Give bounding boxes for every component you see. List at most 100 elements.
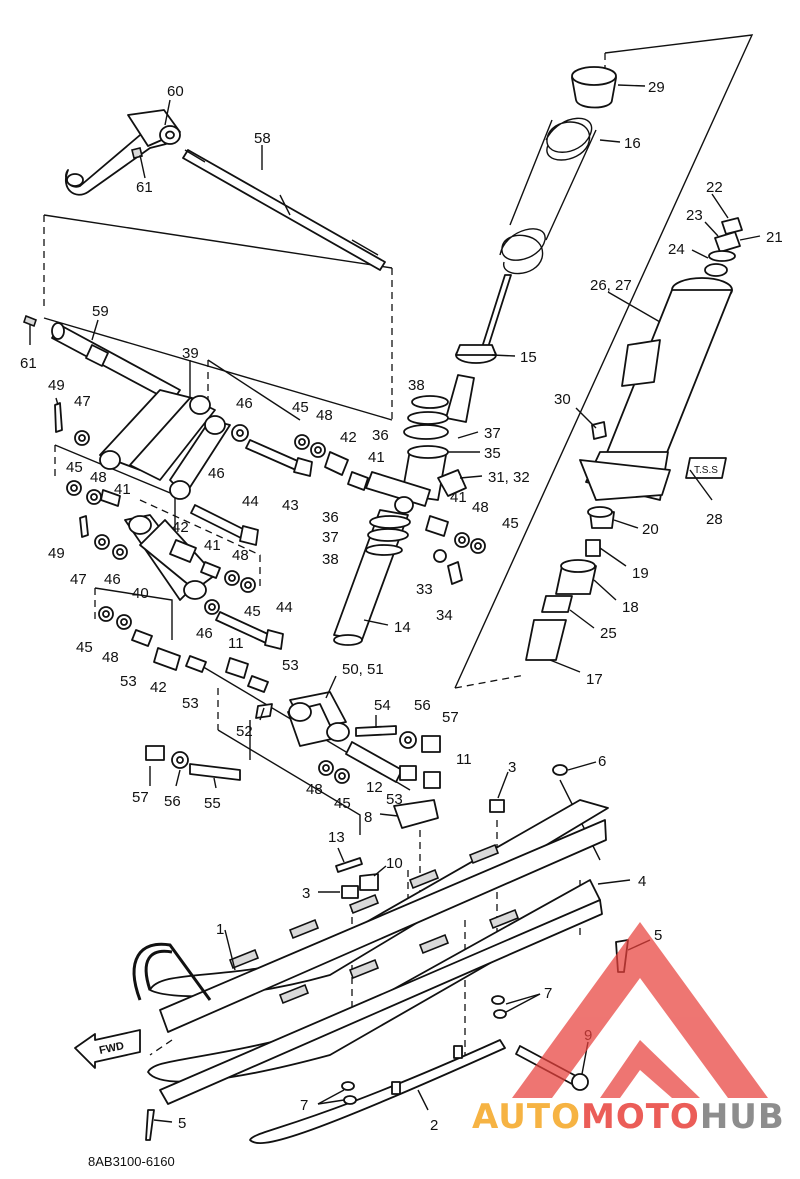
callout-35: 35 <box>484 445 501 462</box>
callout-41: 41 <box>204 537 221 554</box>
callout-43: 43 <box>282 497 299 514</box>
callout-34: 34 <box>436 607 453 624</box>
callout-11: 11 <box>228 635 244 652</box>
callout-38: 38 <box>408 377 425 394</box>
watermark-auto: AUTO <box>472 1097 581 1137</box>
callout-46: 46 <box>196 625 213 642</box>
callout-31-32: 31, 32 <box>488 469 530 486</box>
adjuster-shaft <box>182 149 386 271</box>
watermark-hub: HUB <box>700 1097 785 1137</box>
callout-2: 2 <box>430 1117 438 1134</box>
callout-6: 6 <box>598 753 606 770</box>
callout-53: 53 <box>282 657 299 674</box>
tss-tag-text: T.S.S <box>694 465 718 476</box>
clip-31-32 <box>437 469 467 497</box>
callout-7: 7 <box>300 1097 308 1114</box>
callout-1: 1 <box>216 921 224 938</box>
fwd-arrow <box>74 1029 141 1069</box>
rail-slots <box>228 843 520 1005</box>
fwd-label: FWD <box>98 1040 125 1057</box>
callout-45: 45 <box>66 459 83 476</box>
callout-18: 18 <box>622 599 639 616</box>
callout-44: 44 <box>242 493 259 510</box>
bushings-41-48-45 <box>425 515 486 554</box>
callout-24: 24 <box>668 241 685 258</box>
callout-28: 28 <box>706 511 723 528</box>
callout-50-51: 50, 51 <box>342 661 384 678</box>
bolt-43 <box>245 439 313 477</box>
callout-7: 7 <box>544 985 552 1002</box>
shock-bottom-parts <box>525 506 615 661</box>
callout-19: 19 <box>632 565 649 582</box>
callout-23: 23 <box>686 207 703 224</box>
callout-14: 14 <box>394 619 411 636</box>
callout-13: 13 <box>328 829 345 846</box>
bolt-44-upper <box>190 504 259 546</box>
callout-48: 48 <box>472 499 489 516</box>
callout-45: 45 <box>76 639 93 656</box>
callout-42: 42 <box>340 429 357 446</box>
callout-52: 52 <box>236 723 253 740</box>
callout-3: 3 <box>302 885 310 902</box>
callout-labels: 60 58 61 59 61 39 49 47 46 45 48 42 41 4… <box>20 79 783 1134</box>
callout-41: 41 <box>368 449 385 466</box>
callout-48: 48 <box>306 781 323 798</box>
callout-17: 17 <box>586 671 603 688</box>
spring-seat-29 <box>571 66 617 109</box>
callout-53: 53 <box>182 695 199 712</box>
callout-40: 40 <box>132 585 149 602</box>
callout-48: 48 <box>232 547 249 564</box>
callout-29: 29 <box>648 79 665 96</box>
callout-5: 5 <box>654 927 662 944</box>
callout-56: 56 <box>164 793 181 810</box>
rear-linkage-50-51 <box>255 691 350 747</box>
callout-49: 49 <box>48 545 65 562</box>
callout-45: 45 <box>334 795 351 812</box>
callout-46: 46 <box>104 571 121 588</box>
callout-47: 47 <box>70 571 87 588</box>
shock-rod-15 <box>455 274 512 364</box>
callout-36: 36 <box>372 427 389 444</box>
parts-33-34 <box>433 549 463 585</box>
callout-39: 39 <box>182 345 199 362</box>
slide-rail-assembly <box>147 799 609 1144</box>
callout-22: 22 <box>706 179 723 196</box>
shock-absorber-14 <box>333 374 475 646</box>
callout-45: 45 <box>502 515 519 532</box>
callout-37: 37 <box>484 425 501 442</box>
callout-20: 20 <box>642 521 659 538</box>
callout-60: 60 <box>167 83 184 100</box>
callout-16: 16 <box>624 135 641 152</box>
shock-body-26-27 <box>579 277 733 501</box>
callout-57: 57 <box>442 709 459 726</box>
callout-5: 5 <box>178 1115 186 1132</box>
callout-15: 15 <box>520 349 537 366</box>
bumper-handle <box>132 942 212 1001</box>
shock-rings <box>365 395 449 556</box>
callout-41: 41 <box>450 489 467 506</box>
callout-55: 55 <box>204 795 221 812</box>
nuts-56-57 <box>145 731 441 789</box>
callout-53: 53 <box>386 791 403 808</box>
callout-59: 59 <box>92 303 109 320</box>
callout-3: 3 <box>508 759 516 776</box>
callout-11: 11 <box>456 751 472 768</box>
watermark-text: AUTOMOTOHUB <box>472 1097 785 1137</box>
coil-spring-16 <box>499 117 597 275</box>
callout-25: 25 <box>600 625 617 642</box>
diagram-reference-code: 8AB3100-6160 <box>88 1154 175 1169</box>
callout-38: 38 <box>322 551 339 568</box>
callout-4: 4 <box>638 873 646 890</box>
callout-61: 61 <box>136 179 153 196</box>
callout-49: 49 <box>48 377 65 394</box>
callout-21: 21 <box>766 229 783 246</box>
callout-42: 42 <box>150 679 167 696</box>
callout-44: 44 <box>276 599 293 616</box>
tss-tag-28 <box>685 457 727 479</box>
callout-48: 48 <box>102 649 119 666</box>
callout-58: 58 <box>254 130 271 147</box>
callout-47: 47 <box>74 393 91 410</box>
washers-left <box>66 424 369 693</box>
watermark-logo <box>512 922 768 1098</box>
